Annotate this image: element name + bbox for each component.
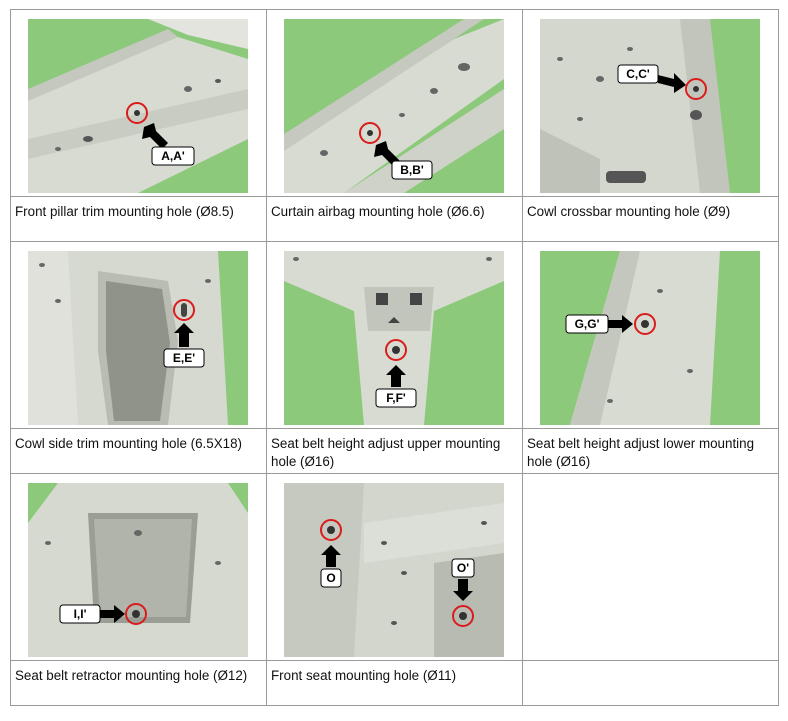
- caption-cell: Cowl crossbar mounting hole (Ø9): [522, 196, 779, 242]
- arrow-icon: [386, 365, 406, 387]
- photo-cowl-crossbar: C,C': [540, 19, 760, 193]
- callout-label: A,A': [161, 149, 185, 163]
- photo-cell-a: A,A': [10, 9, 267, 197]
- marker-circle: [452, 605, 474, 627]
- caption-cell: Seat belt height adjust lower mounting h…: [522, 428, 779, 474]
- empty-caption-cell: [522, 660, 779, 706]
- caption-cell: Front pillar trim mounting hole (Ø8.5): [10, 196, 267, 242]
- mounting-hole-table: A,A' B,B': [10, 9, 779, 706]
- marker-circle: [634, 313, 656, 335]
- photo-curtain-airbag: B,B': [284, 19, 504, 193]
- photo-seat-belt-lower: G,G': [540, 251, 760, 425]
- photo-cell-c: C,C': [522, 9, 779, 197]
- photo-seat-belt-upper: F,F': [284, 251, 504, 425]
- arrow-icon: [608, 315, 633, 333]
- photo-cell-b: B,B': [266, 9, 523, 197]
- empty-cell: [522, 473, 779, 661]
- photo-cell-e: E,E': [10, 241, 267, 429]
- marker-circle: [385, 339, 407, 361]
- callout-label: B,B': [400, 163, 424, 177]
- photo-front-pillar: A,A': [28, 19, 248, 193]
- arrow-icon: [174, 323, 194, 347]
- callout-label: O: [326, 571, 335, 585]
- callout-label: I,I': [74, 607, 87, 621]
- photo-cell-o: O O': [266, 473, 523, 661]
- arrow-icon: [658, 73, 686, 93]
- arrow-icon: [374, 141, 400, 167]
- marker-circle: [173, 299, 195, 321]
- caption-text: Front seat mounting hole (Ø11): [271, 668, 457, 683]
- callout-label: F,F': [386, 391, 406, 405]
- callout-label-2: O': [457, 561, 469, 575]
- photo-cell-g: G,G': [522, 241, 779, 429]
- caption-text: Seat belt retractor mounting hole (Ø12): [15, 668, 248, 683]
- photo-retractor: I,I': [28, 483, 248, 657]
- caption-cell: Curtain airbag mounting hole (Ø6.6): [266, 196, 523, 242]
- photo-front-seat: O O': [284, 483, 504, 657]
- marker-circle: [359, 122, 381, 144]
- caption-text: Cowl crossbar mounting hole (Ø9): [527, 204, 731, 219]
- marker-circle: [126, 102, 148, 124]
- callout-label: C,C': [626, 67, 650, 81]
- photo-cell-f: F,F': [266, 241, 523, 429]
- caption-text: Cowl side trim mounting hole (6.5X18): [15, 436, 243, 451]
- callout-label: E,E': [173, 351, 195, 365]
- arrow-icon: [321, 545, 341, 567]
- caption-cell: Seat belt height adjust upper mounting h…: [266, 428, 523, 474]
- marker-circle: [685, 78, 707, 100]
- caption-cell: Front seat mounting hole (Ø11): [266, 660, 523, 706]
- callout-label: G,G': [575, 317, 600, 331]
- caption-cell: Cowl side trim mounting hole (6.5X18): [10, 428, 267, 474]
- arrow-icon: [100, 605, 125, 623]
- photo-cell-i: I,I': [10, 473, 267, 661]
- marker-circle: [125, 603, 147, 625]
- arrow-icon: [453, 579, 473, 601]
- photo-cowl-side-trim: E,E': [28, 251, 248, 425]
- caption-text: Seat belt height adjust upper mounting h…: [271, 436, 501, 469]
- marker-circle: [320, 519, 342, 541]
- caption-text: Seat belt height adjust lower mounting h…: [527, 436, 755, 469]
- caption-cell: Seat belt retractor mounting hole (Ø12): [10, 660, 267, 706]
- caption-text: Front pillar trim mounting hole (Ø8.5): [15, 204, 234, 219]
- arrow-icon: [142, 123, 168, 149]
- caption-text: Curtain airbag mounting hole (Ø6.6): [271, 204, 485, 219]
